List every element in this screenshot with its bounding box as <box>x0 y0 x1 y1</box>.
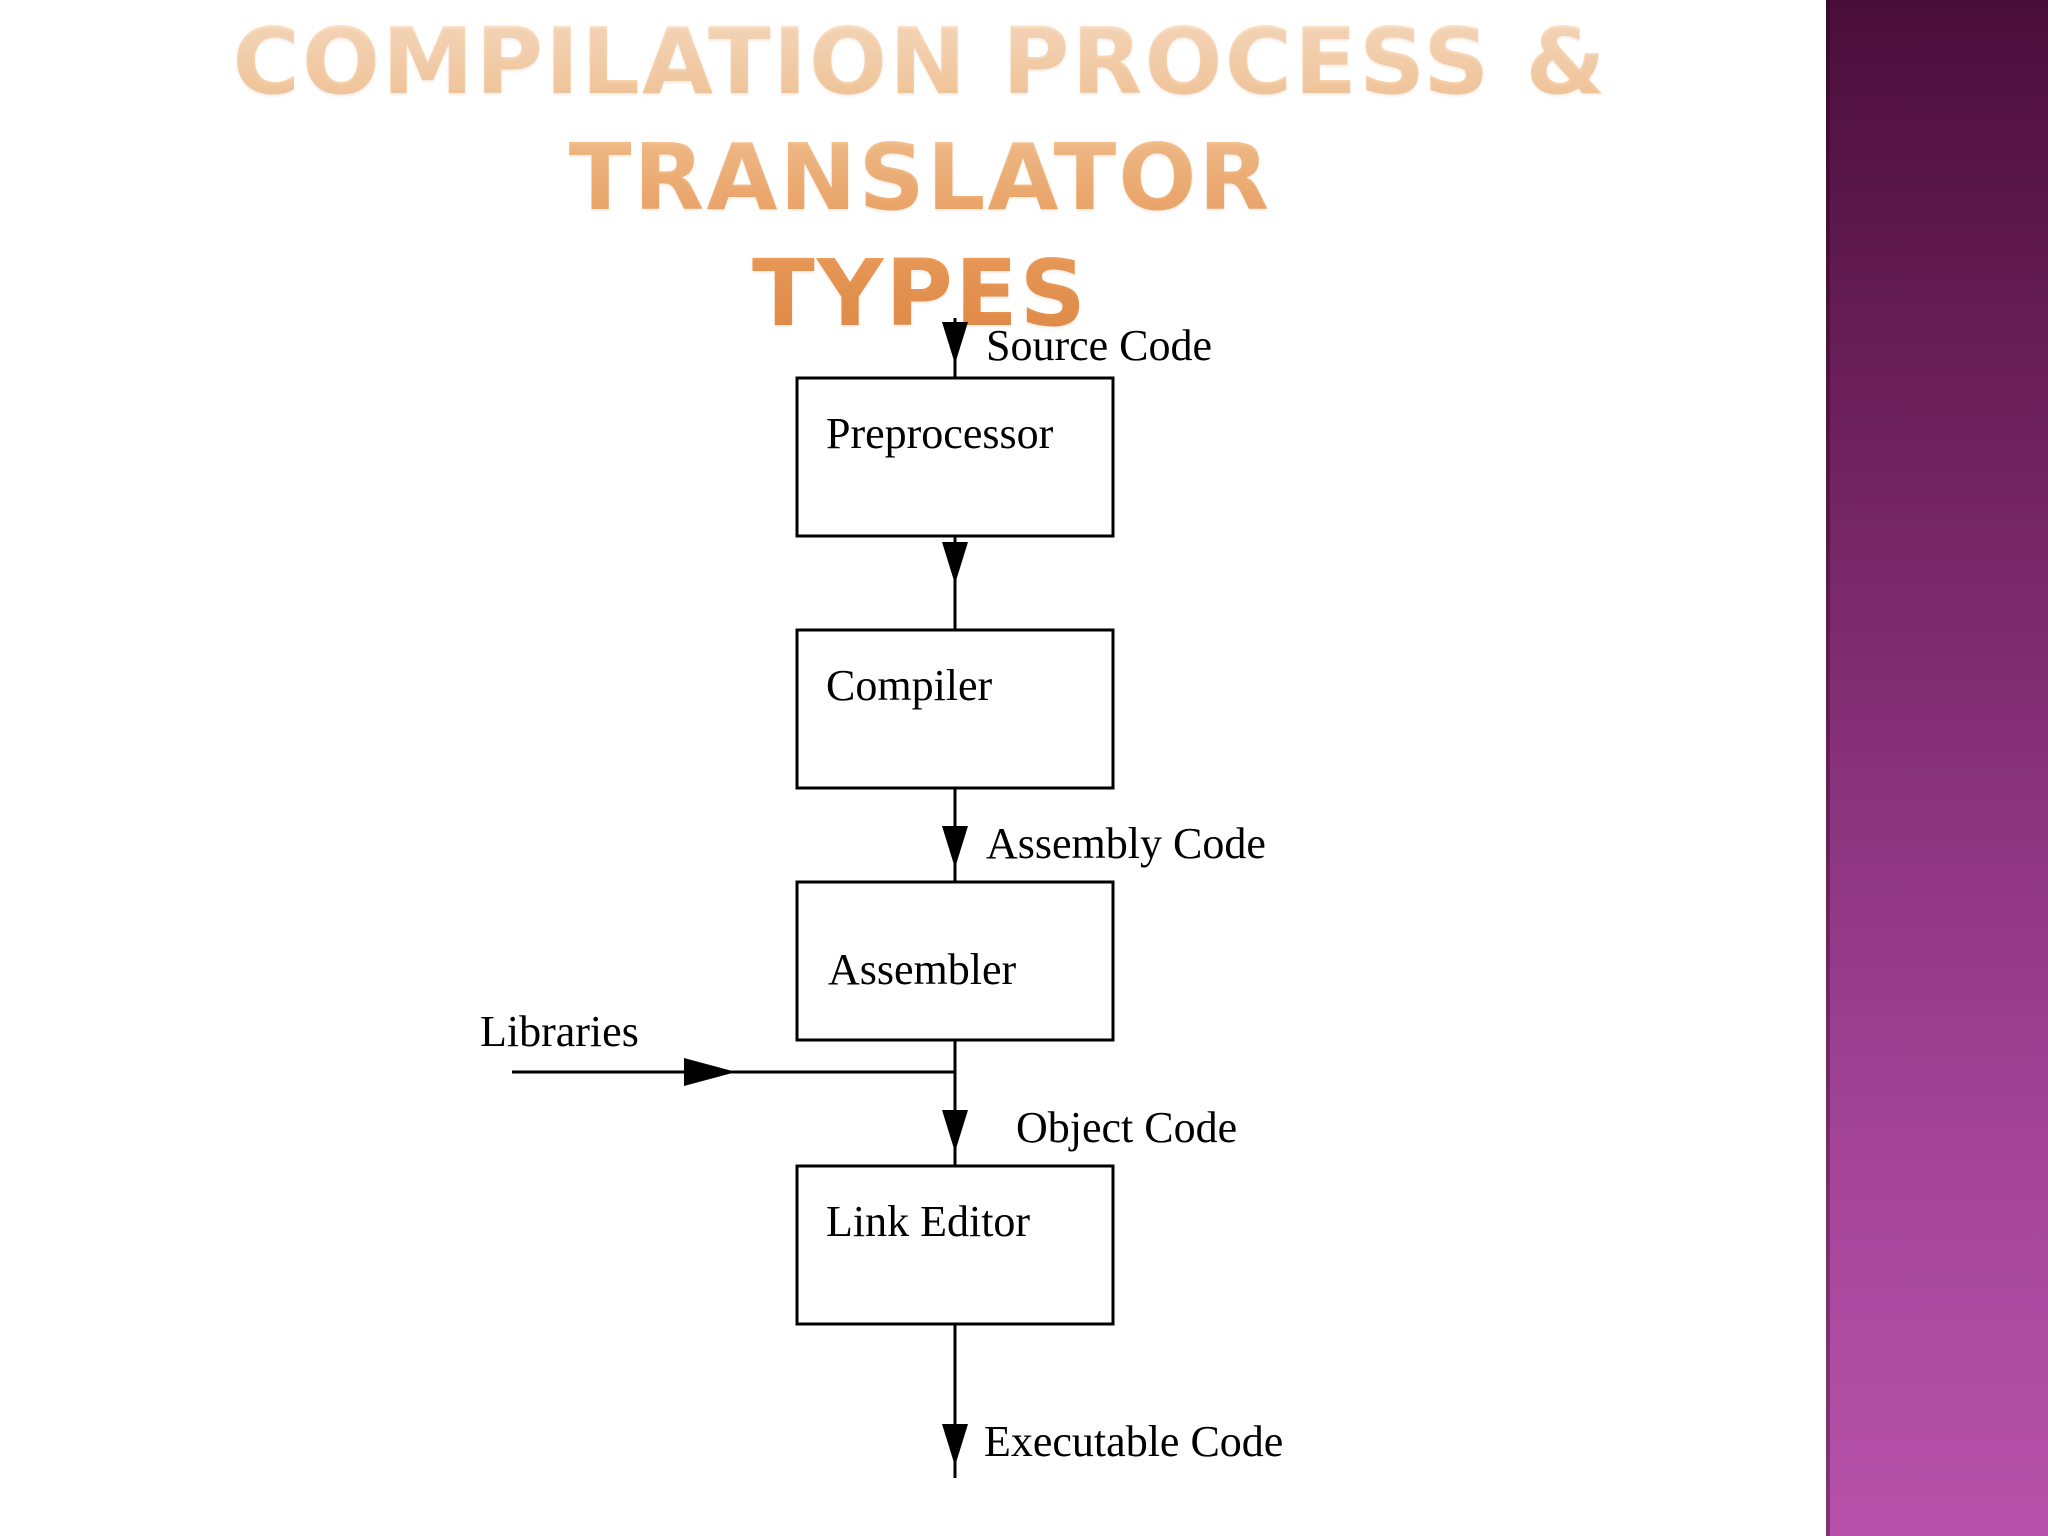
assembler-label: Assembler <box>828 945 1017 994</box>
slide-title: COMPILATION PROCESS & TRANSLATOR TYPES <box>30 4 1810 352</box>
arrow-assembly-code-icon <box>942 826 968 868</box>
slide-title-line-2: TYPES <box>752 240 1088 347</box>
compiler-box <box>795 628 1115 790</box>
source-code-label: Source Code <box>986 321 1212 370</box>
arrow-object-code-icon <box>942 1110 968 1152</box>
decorative-side-bar <box>1826 0 2048 1536</box>
link-editor-label: Link Editor <box>826 1197 1030 1246</box>
arrow-source-code-icon <box>942 322 968 364</box>
preprocessor-box <box>795 376 1115 538</box>
object-code-label: Object Code <box>1016 1103 1237 1152</box>
assembler-box <box>795 880 1115 1042</box>
slide-title-line-1: COMPILATION PROCESS & TRANSLATOR <box>232 8 1608 231</box>
link-editor-box <box>795 1164 1115 1326</box>
assembly-code-label: Assembly Code <box>986 819 1266 868</box>
arrow-executable-code-icon <box>942 1424 968 1466</box>
executable-code-label: Executable Code <box>984 1417 1283 1466</box>
preprocessor-label: Preprocessor <box>826 409 1054 458</box>
arrow-libraries-icon <box>684 1058 736 1086</box>
libraries-label: Libraries <box>480 1007 639 1056</box>
compiler-label: Compiler <box>826 661 993 710</box>
arrow-preprocessor-out-icon <box>942 542 968 584</box>
